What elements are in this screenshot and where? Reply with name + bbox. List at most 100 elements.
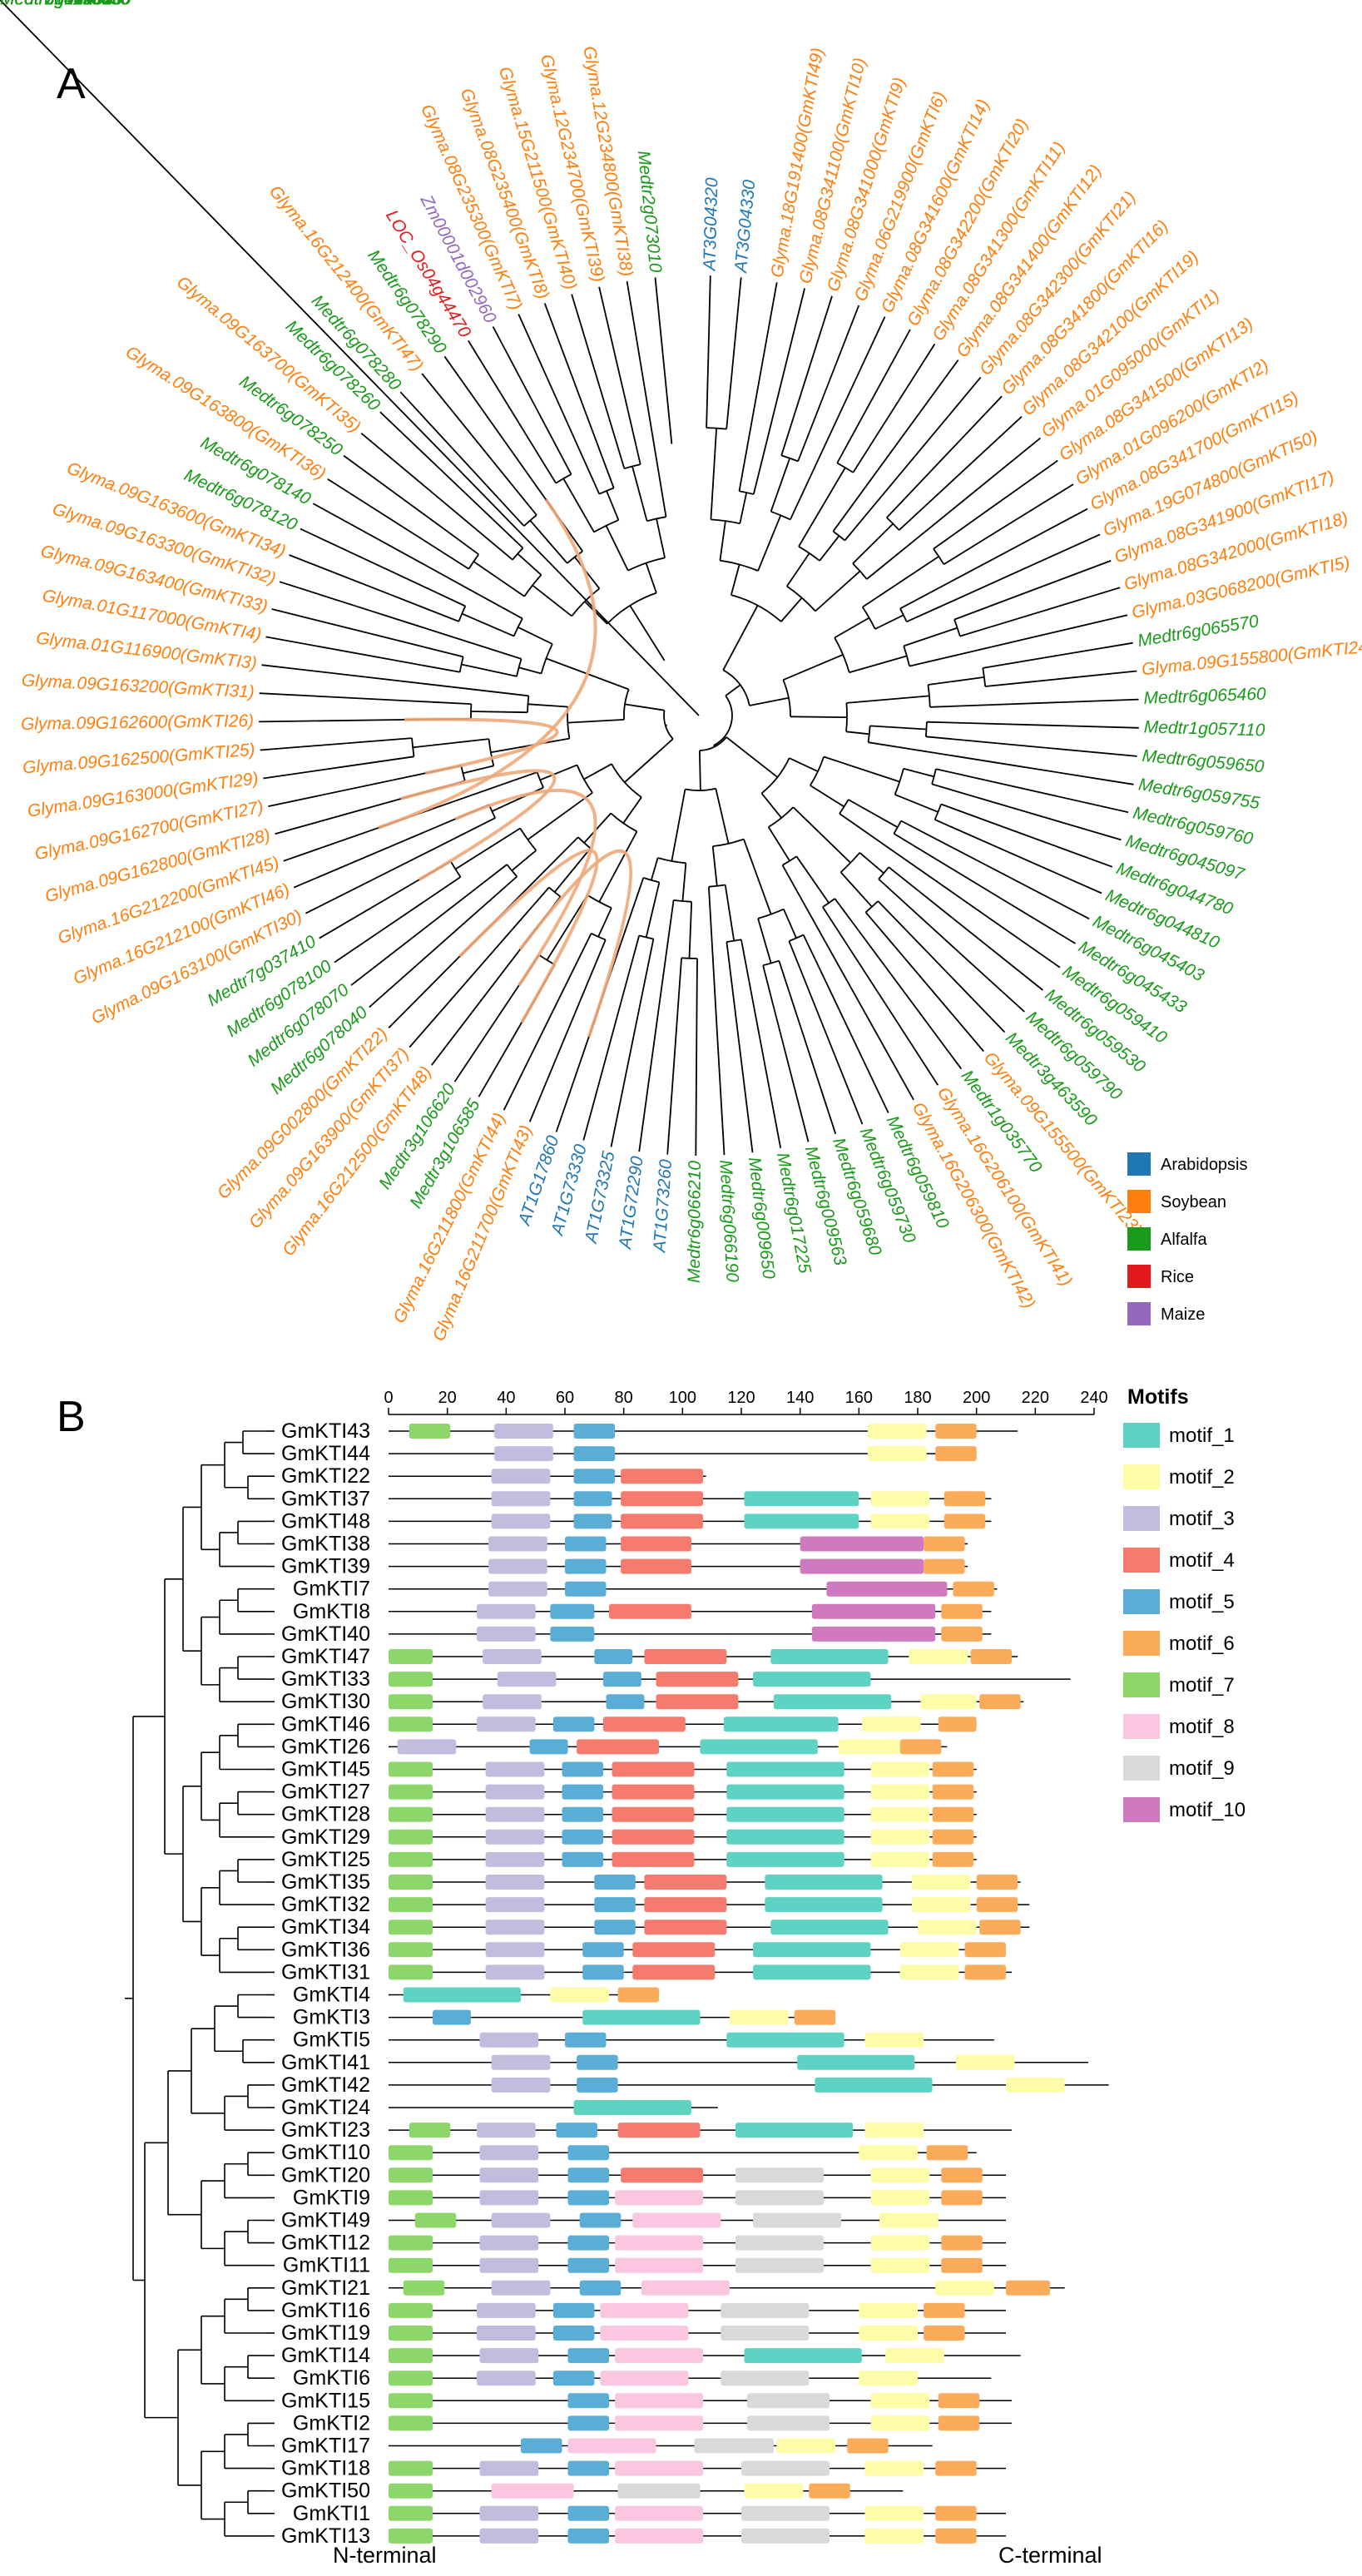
tree-branch bbox=[582, 457, 601, 495]
motif-4-box bbox=[612, 1784, 695, 1800]
motif-4-box bbox=[644, 1875, 727, 1890]
tree-branch bbox=[664, 374, 673, 444]
tree-leaf-branch bbox=[598, 286, 632, 426]
motif-3-box bbox=[479, 2528, 539, 2544]
motif-1-box bbox=[753, 1942, 871, 1958]
motif-2-box bbox=[870, 2235, 930, 2251]
motif-5-box bbox=[594, 1875, 636, 1890]
tree-branch bbox=[470, 711, 528, 714]
tree-branch bbox=[428, 588, 466, 607]
motif-7-box bbox=[409, 2123, 451, 2138]
motif-5-box bbox=[573, 1491, 612, 1507]
motif-legend-label: motif_4 bbox=[1169, 1549, 1235, 1572]
tree-branch bbox=[605, 525, 629, 572]
motif-7-box bbox=[389, 1875, 433, 1890]
tree-leaf-branch bbox=[468, 339, 520, 424]
tree-branch-arc bbox=[627, 557, 666, 572]
gene-label: GmKTI47 bbox=[281, 1645, 370, 1668]
tree-branch-arc bbox=[593, 519, 619, 533]
motif-7-box bbox=[389, 2348, 433, 2364]
tree-leaf-label: Medtr8g091030 bbox=[0, 0, 122, 9]
motif-8-box bbox=[615, 2348, 704, 2364]
tree-leaf-branch bbox=[638, 1040, 656, 1152]
tree-leaf-branch bbox=[996, 698, 1139, 706]
tree-branch bbox=[878, 878, 964, 958]
motif-5-box bbox=[567, 2348, 609, 2364]
tree-branch-arc bbox=[757, 908, 785, 919]
motif-8-box bbox=[600, 2326, 689, 2341]
motif-9-box bbox=[735, 2167, 824, 2183]
tree-branch bbox=[726, 389, 731, 429]
tree-branch bbox=[654, 451, 667, 518]
motif-9-box bbox=[747, 2415, 830, 2431]
motif-5-box bbox=[562, 1851, 603, 1867]
panel-label-a: A bbox=[57, 60, 86, 108]
tree-branch bbox=[874, 614, 904, 630]
motif-6-box bbox=[941, 1626, 983, 1642]
tree-branch bbox=[476, 473, 525, 527]
tree-branch bbox=[627, 935, 641, 974]
motif-1-box bbox=[726, 1829, 844, 1845]
tree-branch-arc bbox=[611, 763, 642, 798]
motif-6-box bbox=[924, 2326, 965, 2341]
tree-branch bbox=[903, 767, 934, 778]
tree-duplication-link bbox=[400, 769, 557, 882]
tree-leaf-label: Glyma.09G163200(GmKTI31) bbox=[21, 671, 255, 701]
motif-7-box bbox=[403, 2280, 445, 2296]
tree-branch bbox=[985, 681, 1026, 687]
tree-leaf-branch bbox=[973, 614, 1128, 652]
motif-5-box bbox=[565, 2032, 607, 2048]
motif-1-box bbox=[815, 2077, 933, 2093]
motif-7-box bbox=[389, 1964, 433, 1980]
tree-branch bbox=[834, 617, 870, 639]
motif-4-box bbox=[612, 1829, 695, 1845]
tree-branch-arc bbox=[822, 898, 835, 908]
tree-leaf-branch bbox=[626, 280, 656, 452]
tree-branch bbox=[393, 595, 459, 622]
tree-branch bbox=[782, 653, 844, 681]
motif-3-box bbox=[479, 2145, 539, 2161]
motif-9-box bbox=[753, 2212, 842, 2228]
motif-9-box bbox=[741, 2528, 830, 2544]
tree-branch bbox=[650, 857, 659, 881]
tree-leaf-branch bbox=[571, 294, 605, 403]
tree-leaf-branch bbox=[747, 978, 782, 1148]
tree-branch bbox=[819, 535, 840, 562]
tree-leaf-branch bbox=[943, 533, 1101, 607]
tree-leaf-label: Medtr6g009650 bbox=[745, 1156, 779, 1280]
gene-label: GmKTI6 bbox=[293, 2366, 370, 2390]
gene-label: GmKTI37 bbox=[281, 1487, 370, 1510]
motif-1-box bbox=[403, 1987, 521, 2003]
motif-5-box bbox=[565, 1581, 607, 1597]
tree-branch bbox=[583, 812, 612, 844]
motif-5-box bbox=[594, 1897, 636, 1913]
tree-branch bbox=[567, 719, 625, 724]
motif-2-box bbox=[935, 2280, 994, 2296]
motif-6-box bbox=[932, 1761, 974, 1777]
gene-label: GmKTI5 bbox=[293, 2029, 370, 2052]
motif-2-box bbox=[870, 1491, 930, 1507]
tree-branch bbox=[862, 556, 939, 608]
tree-leaf-label: Medtr2g072980 bbox=[0, 0, 122, 9]
tree-leaf-branch bbox=[369, 922, 465, 1008]
tree-leaf-branch bbox=[421, 373, 513, 485]
motif-2-box bbox=[867, 1424, 927, 1439]
tree-branch bbox=[432, 817, 496, 850]
motif-9-box bbox=[741, 2505, 830, 2521]
motif-3-box bbox=[479, 2032, 539, 2048]
tree-leaf-label: Medtr0302s0030 bbox=[0, 0, 131, 9]
gene-label: GmKTI28 bbox=[281, 1803, 370, 1826]
tree-leaf-branch bbox=[820, 970, 889, 1113]
tree-branch bbox=[539, 764, 577, 781]
motif-5-box bbox=[521, 2438, 562, 2454]
tree-branch bbox=[832, 474, 875, 533]
tree-branch bbox=[789, 757, 819, 773]
motif-2-box bbox=[864, 2460, 924, 2476]
tree-branch-arc bbox=[591, 932, 607, 941]
motif-1-box bbox=[700, 1739, 818, 1755]
tree-leaf-label: Medtr6g065460 bbox=[1143, 685, 1266, 708]
tree-branch bbox=[786, 552, 810, 587]
motif-5-box bbox=[579, 2212, 622, 2228]
tree-branch bbox=[839, 813, 956, 895]
